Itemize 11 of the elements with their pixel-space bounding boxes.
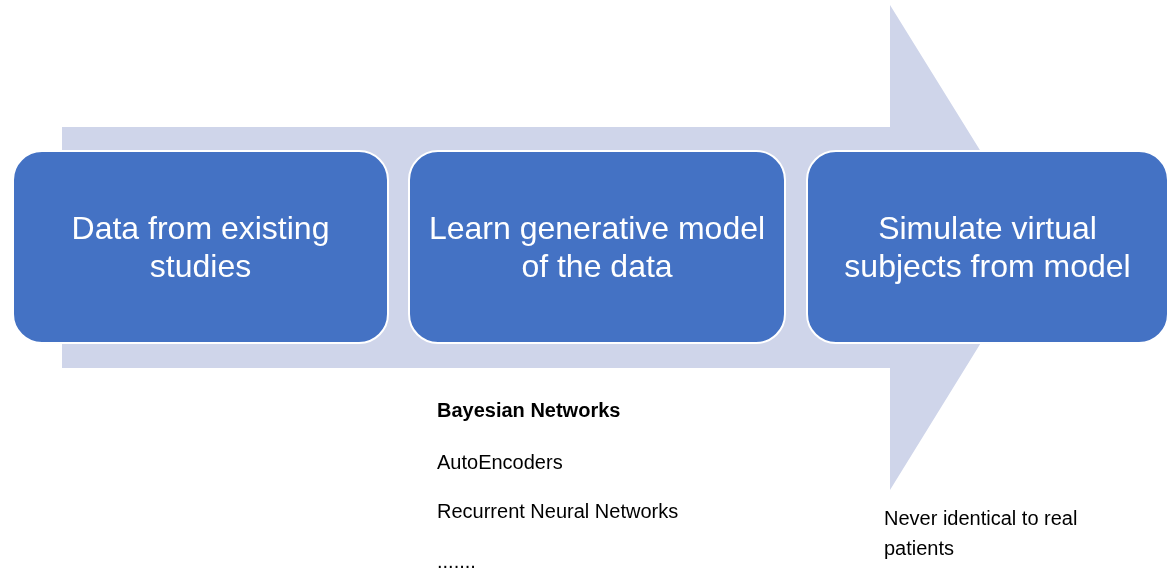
method-text: ....... — [437, 549, 477, 572]
step-text: Simulate virtual subjects from model — [843, 208, 1132, 286]
process-box — [408, 150, 786, 344]
step-text: Learn generative model of the data — [427, 208, 767, 286]
method-text: AutoEncoders — [437, 450, 564, 475]
step-text: Data from existing studies — [70, 208, 331, 286]
method-text: Recurrent Neural Networks — [437, 499, 680, 524]
method-text: Bayesian Networks — [437, 398, 622, 423]
process-box — [806, 150, 1169, 344]
note-text: Never identical to real patients — [884, 506, 1079, 561]
process-box — [12, 150, 389, 344]
